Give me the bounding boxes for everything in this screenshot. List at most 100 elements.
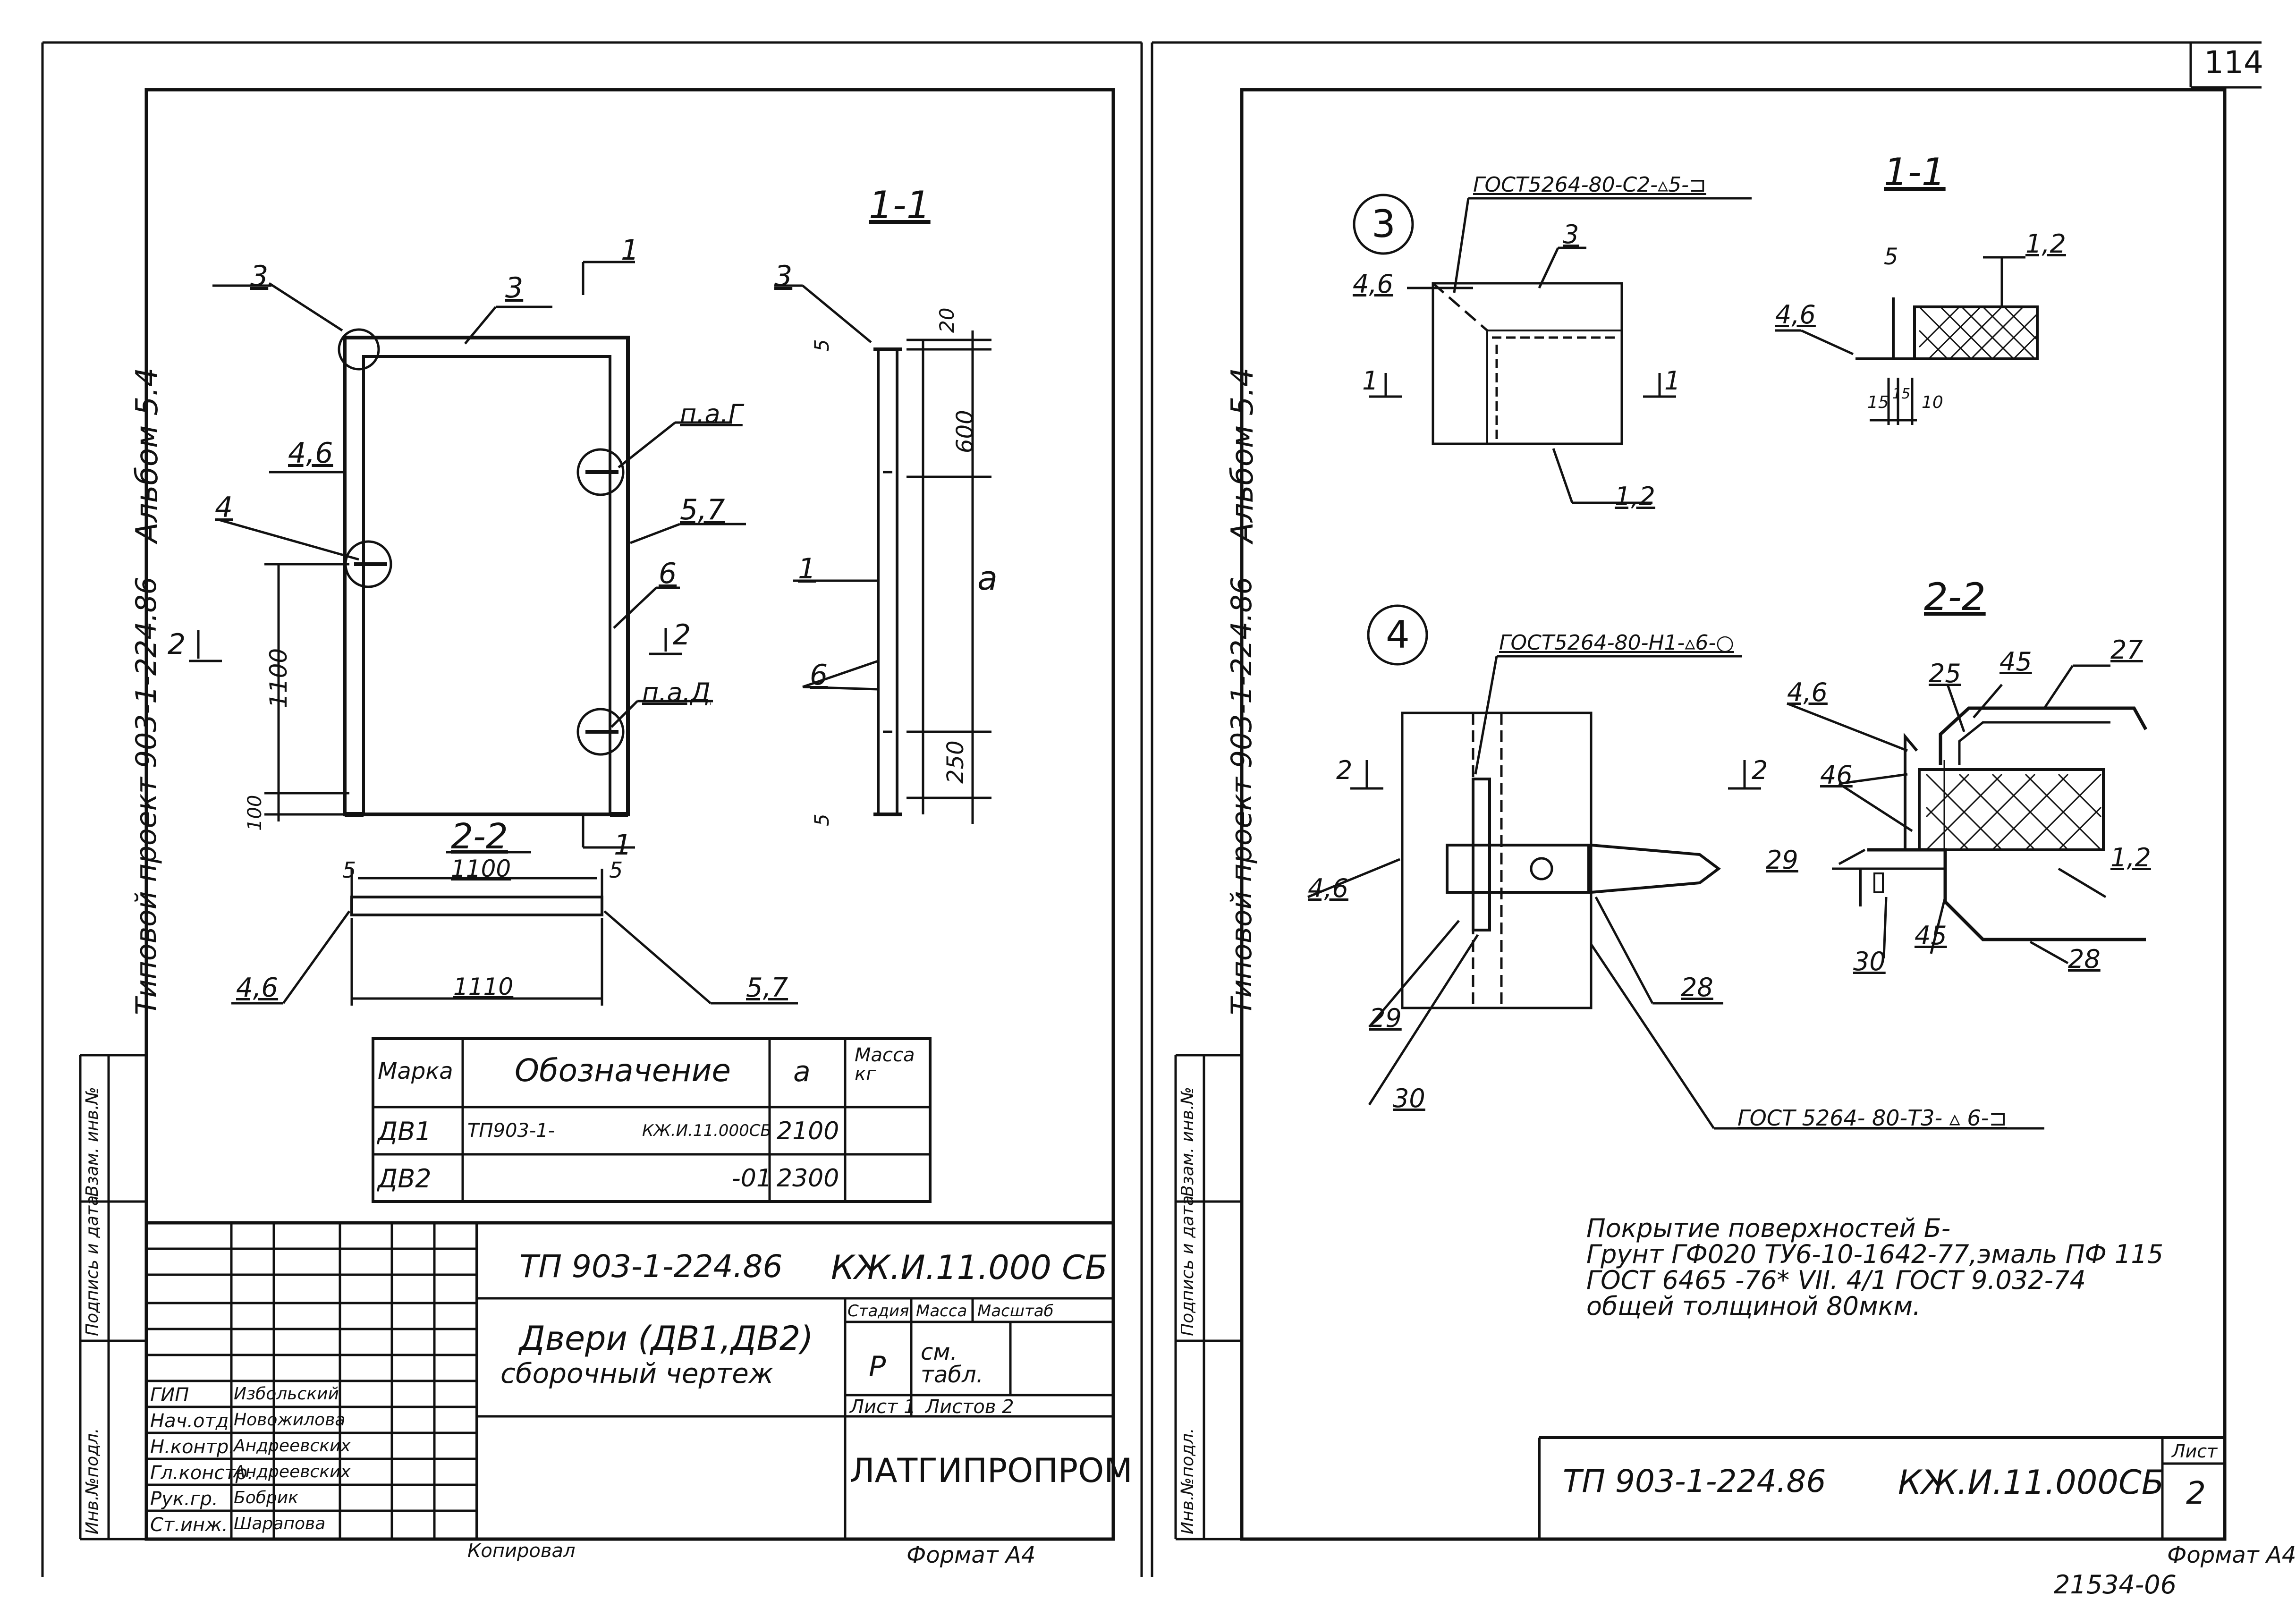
left-title-stage-header: Стадия	[847, 1302, 909, 1321]
n3-label-3: 3	[1563, 220, 1579, 249]
s11-dim-5: 5	[1884, 244, 1898, 270]
weld-note-3: ГОСТ 5264- 80-Т3- ▵ 6-⊐	[1737, 1105, 2007, 1131]
right-side-album: Альбом 5.4	[1225, 367, 1260, 543]
role-nkontr: Н.контр.	[150, 1436, 235, 1458]
left-title-sheet: Лист 1	[850, 1396, 916, 1418]
right-section-1-1-title: 1-1	[1884, 150, 1946, 194]
plan-label-5-7: 5,7	[746, 973, 788, 1003]
n4-label-28: 28	[1681, 973, 1713, 1002]
name-6: Шарапова	[234, 1514, 326, 1533]
left-section-1-1-title: 1-1	[869, 183, 931, 227]
left-title-scale-header: Масштаб	[977, 1302, 1054, 1321]
table-header-mass: Масса кг	[855, 1044, 915, 1085]
cut-2-left: 2	[168, 628, 186, 661]
n3-cut-1-left: 1	[1362, 366, 1379, 396]
label-6: 6	[659, 557, 677, 590]
left-section-2-2-title: 2-2	[451, 816, 508, 857]
cut-1-top: 1	[621, 234, 639, 267]
node-G-label: п.а.Г	[680, 399, 743, 429]
label-3b: 3	[505, 271, 524, 305]
table-header-mark: Марка	[378, 1058, 453, 1084]
name-1: Избольский	[234, 1384, 339, 1404]
label-4-6: 4,6	[288, 437, 333, 470]
name-2: Новожилова	[234, 1410, 346, 1430]
n3-label-4-6: 4,6	[1353, 269, 1393, 299]
s11-dim-15b: 15	[1892, 386, 1911, 402]
role-gip: ГИП	[150, 1384, 189, 1406]
page-number: 114	[2204, 44, 2263, 81]
right-stamp-vzam: Взам. инв.№	[1178, 1087, 1197, 1197]
plan-label-4-6: 4,6	[236, 973, 279, 1003]
left-title-mass-header: Масса	[916, 1302, 967, 1321]
table-cell-dv1-des1: ТП903-1-	[467, 1120, 555, 1142]
plan-dim-1110: 1110	[453, 973, 514, 1000]
right-title-code: КЖ.И.11.000СБ	[1898, 1463, 2164, 1502]
table-cell-dv2-des: -01	[732, 1164, 772, 1193]
table-cell-dv1-a: 2100	[777, 1117, 839, 1145]
section-label-6: 6	[810, 659, 828, 692]
table-cell-dv1-des2: КЖ.И.11.000СБ	[642, 1121, 771, 1140]
s22-label-4-6: 4,6	[1787, 677, 1828, 707]
s11-dim-15a: 15	[1867, 393, 1889, 412]
left-title-project: ТП 903-1-224.86	[519, 1248, 783, 1285]
table-header-designation: Обозначение	[515, 1052, 731, 1089]
s22-label-30: 30	[1853, 947, 1886, 976]
role-rukgr: Рук.гр.	[150, 1488, 218, 1510]
left-stamp-sign: Подпись и дата	[83, 1195, 102, 1336]
n3-label-1-2: 1,2	[1615, 482, 1655, 511]
right-section-2-2-title: 2-2	[1924, 575, 1986, 619]
s22-label-45-bottom: 45	[1915, 921, 1947, 950]
right-title-sheet-header: Лист	[2172, 1441, 2218, 1462]
section-dim-250: 250	[942, 740, 969, 784]
role-stinzh: Ст.инж.	[150, 1514, 228, 1536]
left-side-project: Типовой проект 903-1-224.86	[130, 576, 163, 1015]
section-label-1: 1	[798, 552, 816, 585]
weld-note-1: ГОСТ5264-80-С2-▵5-⊐	[1473, 173, 1706, 197]
n4-label-4-6: 4,6	[1308, 873, 1348, 903]
node-D-label: п.а.Д	[642, 677, 711, 707]
left-format: Формат А4	[907, 1542, 1036, 1568]
left-title-stage: Р	[869, 1350, 886, 1383]
cut-1-bottom: 1	[614, 829, 632, 862]
left-title-code: КЖ.И.11.000 СБ	[831, 1248, 1108, 1287]
coating-note-line-3: ГОСТ 6465 -76* VII. 4/1 ГОСТ 9.032-74	[1586, 1265, 2086, 1295]
coating-note-line-1: Покрытие поверхностей Б-	[1586, 1213, 1951, 1243]
weld-note-2: ГОСТ5264-80-Н1-▵6-○	[1499, 631, 1734, 655]
name-4: Андреевских	[234, 1462, 351, 1482]
table-cell-dv1-mark: ДВ1	[378, 1117, 432, 1146]
label-3a: 3	[250, 260, 269, 293]
section-dim-5-top: 5	[810, 339, 833, 352]
table-header-a: a	[793, 1055, 811, 1088]
right-format: Формат А4	[2167, 1542, 2296, 1568]
n4-label-29: 29	[1369, 1003, 1402, 1033]
right-stamp-sign: Подпись и дата	[1178, 1195, 1197, 1336]
s22-label-28: 28	[2068, 944, 2101, 974]
label-4: 4	[215, 491, 233, 524]
n4-label-30: 30	[1393, 1084, 1425, 1113]
section-label-3: 3	[774, 260, 793, 293]
n3-cut-1-right: 1	[1664, 366, 1681, 396]
plan-dim-5-left: 5	[342, 857, 356, 883]
footer-code: 21534-06	[2054, 1570, 2177, 1600]
coating-note-line-4: общей толщиной 80мкм.	[1586, 1291, 1921, 1321]
right-side-project: Типовой проект 903-1-224.86	[1225, 576, 1258, 1015]
name-3: Андреевских	[234, 1436, 351, 1456]
s11-dim-10: 10	[1922, 393, 1943, 412]
left-title-main: Двери (ДВ1,ДВ2)	[519, 1319, 813, 1358]
plan-dim-5-right: 5	[609, 857, 623, 883]
right-stamp-inv: Инв.№подл.	[1178, 1428, 1197, 1534]
cut-2-right: 2	[673, 618, 691, 652]
s22-label-29: 29	[1766, 845, 1798, 875]
section-dim-20: 20	[935, 307, 958, 333]
left-copied: Копировал	[467, 1540, 576, 1562]
table-cell-dv2-mark: ДВ2	[378, 1164, 432, 1194]
node-4-number: 4	[1386, 613, 1410, 657]
name-5: Бобрик	[234, 1488, 298, 1507]
left-stamp-vzam: Взам. инв.№	[83, 1087, 102, 1197]
plan-dim-1100: 1100	[451, 855, 511, 882]
left-title-org: ЛАТГИПРОПРОМ	[850, 1451, 1133, 1490]
left-title-mass: см. табл.	[921, 1339, 983, 1388]
role-glkonstr: Гл.констр.	[150, 1462, 254, 1484]
table-cell-dv2-a: 2300	[777, 1164, 839, 1193]
